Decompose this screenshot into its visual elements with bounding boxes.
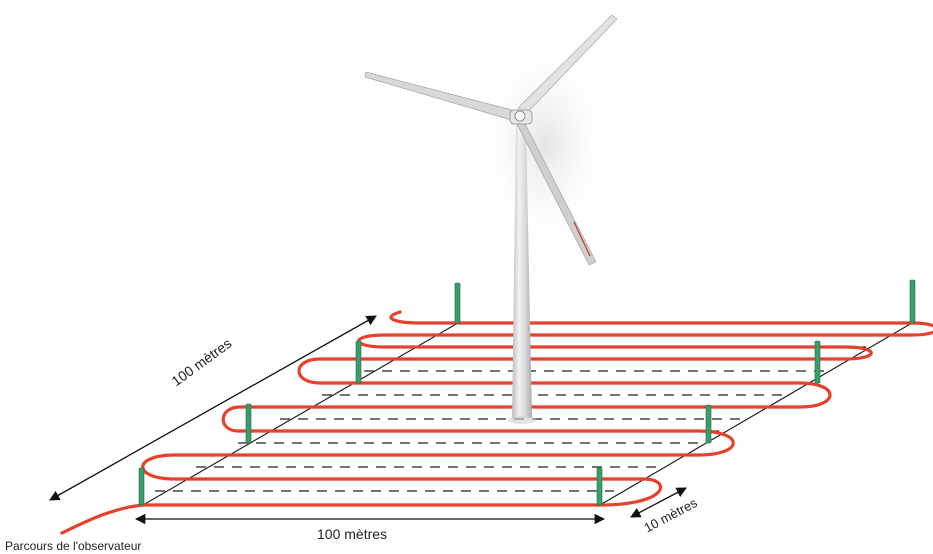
marker-post xyxy=(245,403,252,444)
observer-path-label: Parcours de l'observateur xyxy=(5,539,142,553)
marker-post xyxy=(596,467,603,506)
turbine-hub xyxy=(514,110,526,122)
turbine-blade-tip-mark xyxy=(573,221,591,257)
marker-post xyxy=(814,340,821,384)
marker-post xyxy=(355,340,362,384)
turbine-tower xyxy=(512,125,532,418)
transect-length-label-bottom: 100 mètres xyxy=(317,526,388,542)
turbine-base xyxy=(508,416,536,424)
observer-path xyxy=(60,310,933,535)
wind-turbine xyxy=(364,14,618,424)
plot-right-edge xyxy=(599,322,913,506)
length-arrow-diagonal xyxy=(49,315,377,501)
marker-post xyxy=(705,404,712,444)
rotor-shadow xyxy=(475,35,615,255)
spacing-arrow xyxy=(630,487,687,518)
marker-post xyxy=(138,467,145,506)
marker-post xyxy=(909,279,916,324)
marker-post xyxy=(454,282,461,324)
